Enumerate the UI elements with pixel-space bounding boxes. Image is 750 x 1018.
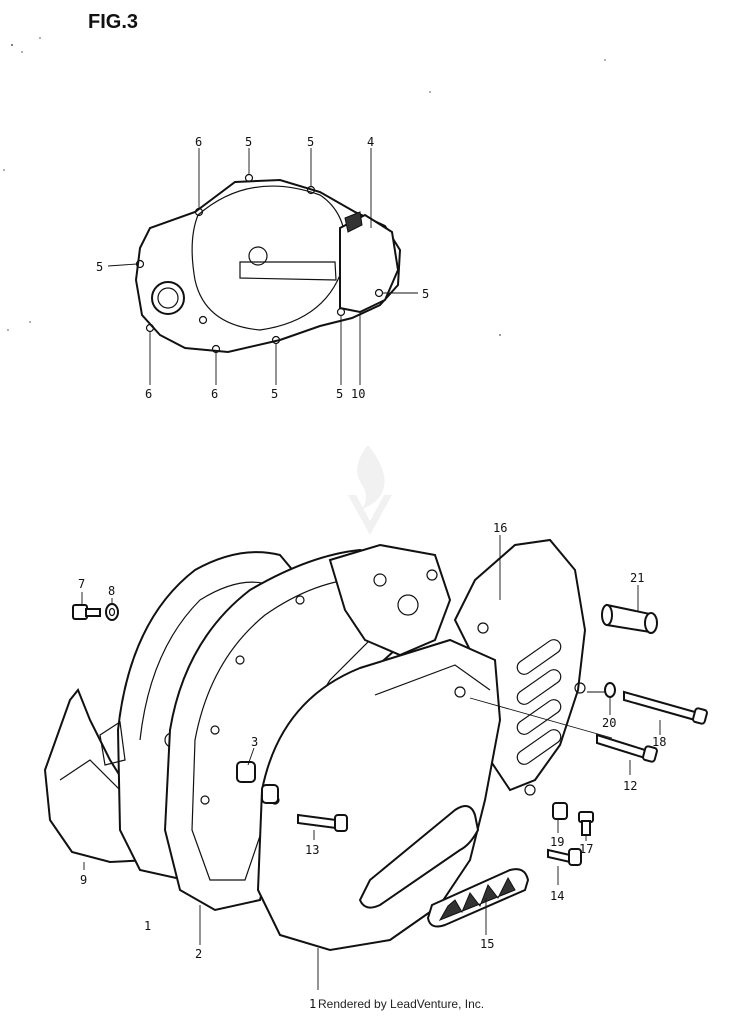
top-callouts: 6 5 5 4 5 5 6 6 5 5 10	[96, 135, 429, 401]
callout-label: 5	[96, 260, 103, 274]
top-cover-assembly	[107, 148, 418, 385]
bottom-callouts: 7 8 16 21 3 20 18 12 13 19 17 9 14 1 2 1…	[78, 521, 666, 1011]
callout-label: 4	[367, 135, 374, 149]
screw-icon	[297, 813, 348, 832]
callout-label: 12	[623, 779, 637, 793]
bolt-icon	[596, 733, 658, 763]
callout-label: 17	[579, 842, 593, 856]
nut-icon	[552, 802, 568, 820]
washer-icon	[105, 603, 119, 621]
callout-label: 20	[602, 716, 616, 730]
callout-label: 5	[271, 387, 278, 401]
filler-boss	[151, 281, 185, 315]
clutch-cover-rim	[191, 185, 347, 331]
screw-icon	[547, 848, 582, 866]
inspection-slot	[239, 261, 337, 281]
callout-label: 14	[550, 889, 564, 903]
long-bolt-icon	[623, 690, 708, 725]
callout-label: 9	[80, 873, 87, 887]
callout-label: 6	[195, 135, 202, 149]
callout-label: 2	[195, 947, 202, 961]
scan-noise	[3, 37, 606, 336]
callout-label: 19	[550, 835, 564, 849]
cover-window	[358, 805, 480, 909]
oil-plug	[248, 246, 268, 266]
callout-label: 21	[630, 571, 644, 585]
side-cover-outline	[134, 178, 402, 354]
callout-label: 15	[480, 937, 494, 951]
callout-label: 10	[351, 387, 365, 401]
bolt-icon	[72, 604, 101, 620]
callout-label: 1	[144, 919, 151, 933]
callout-label: 13	[305, 843, 319, 857]
housing-plate	[328, 543, 452, 657]
watermark-logo-icon	[348, 445, 392, 535]
screw-icon	[578, 811, 594, 836]
dowel-pin	[236, 761, 256, 783]
callout-label: 6	[145, 387, 152, 401]
callout-label: 7	[78, 577, 85, 591]
cooling-slots	[516, 639, 562, 765]
callout-label: 18	[652, 735, 666, 749]
callout-label: 16	[493, 521, 507, 535]
bottom-cover-assembly	[43, 535, 708, 990]
callout-label: 3	[251, 735, 258, 749]
outer-cover	[256, 638, 502, 952]
washer-icon	[604, 682, 616, 698]
screw-icon	[135, 173, 384, 354]
callout-label: 5	[307, 135, 314, 149]
callout-label: 5	[422, 287, 429, 301]
callout-label: 8	[108, 584, 115, 598]
callout-label: 1	[309, 997, 316, 1011]
callout-label: 5	[245, 135, 252, 149]
callout-label: 5	[336, 387, 343, 401]
render-credit: Rendered by LeadVenture, Inc.	[318, 997, 484, 1011]
figure-title: FIG.3	[88, 11, 138, 33]
dowel-pin	[261, 784, 279, 804]
spacer-collar	[601, 603, 658, 634]
callout-label: 6	[211, 387, 218, 401]
